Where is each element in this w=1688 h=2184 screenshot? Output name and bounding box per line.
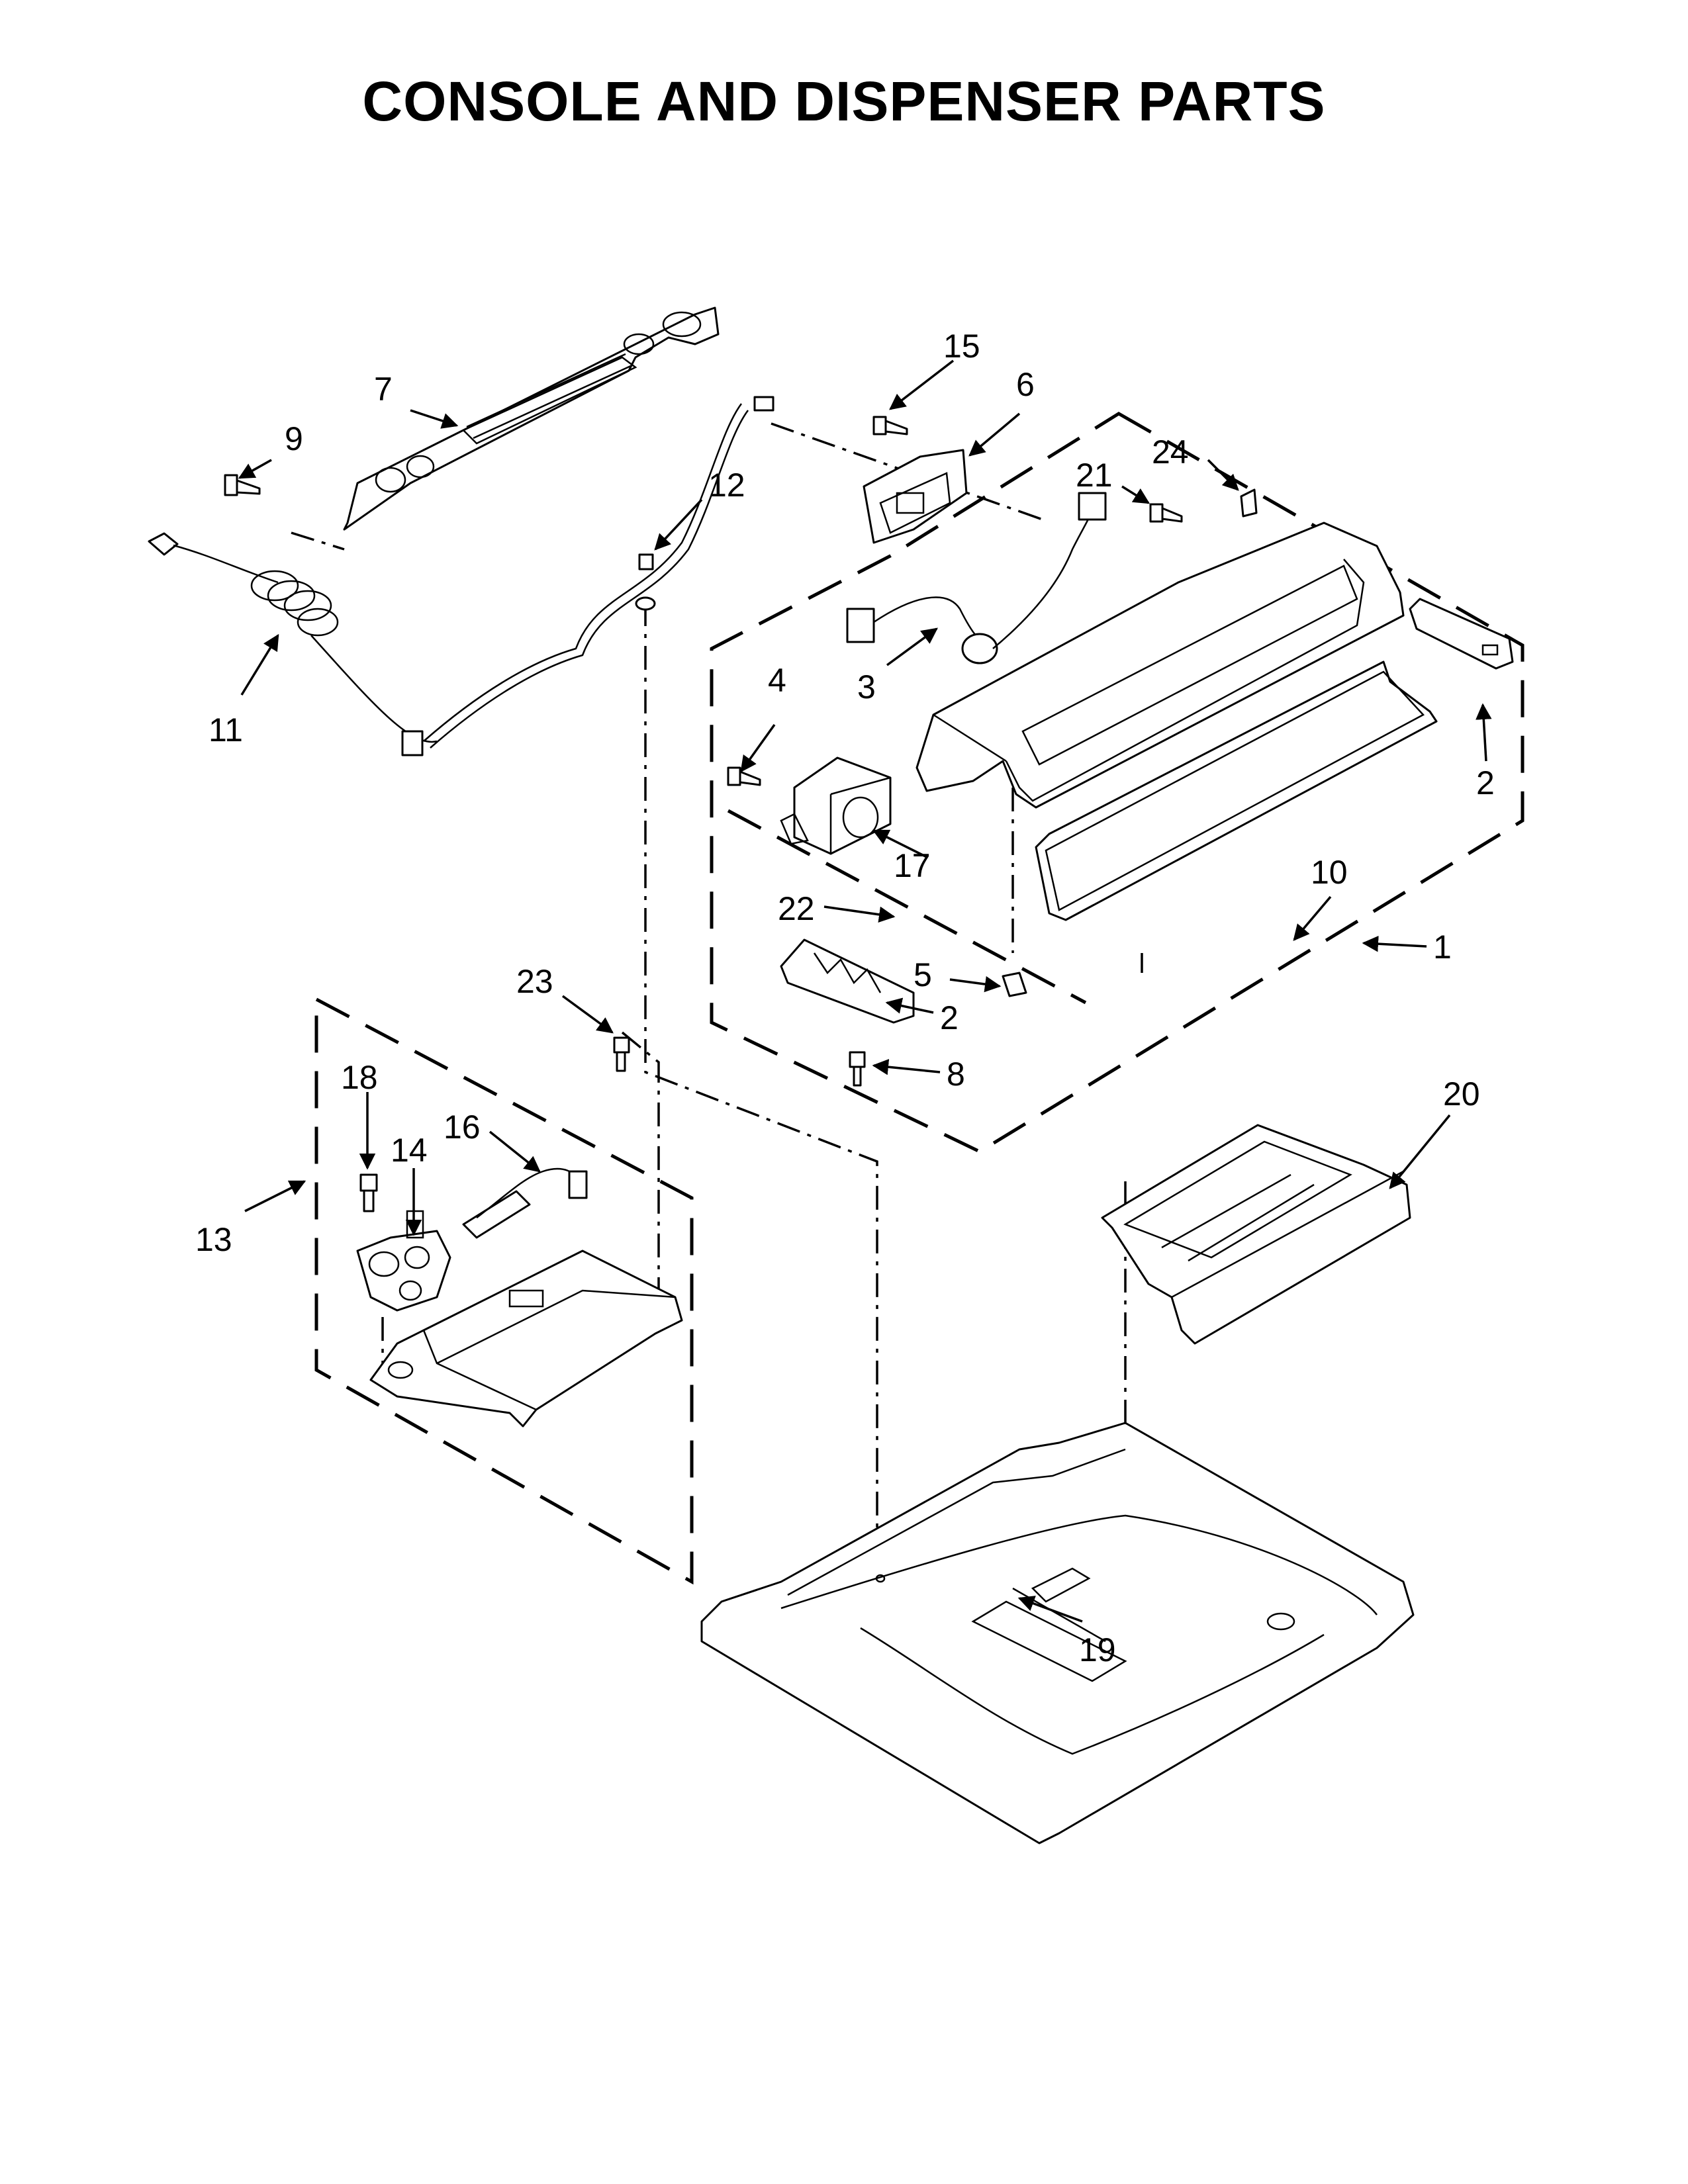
screw-part-8: [849, 1051, 866, 1087]
callout-3: 3: [857, 668, 876, 705]
callout-17: 17: [894, 847, 931, 884]
callout-2-left: 2: [940, 999, 959, 1036]
callout-9: 9: [285, 420, 303, 457]
main-control-boundary: [314, 996, 694, 1585]
callout-13: 13: [195, 1221, 232, 1258]
console-window: [1035, 660, 1438, 921]
dispenser-drawer: [1101, 1124, 1411, 1345]
end-cap-right: [1409, 598, 1514, 670]
screw-part-23: [613, 1036, 630, 1072]
clip-part-5: [1002, 972, 1027, 997]
callout-12: 12: [708, 467, 745, 504]
harness-part-16: [462, 1167, 588, 1239]
callout-6: 6: [1016, 366, 1035, 403]
callout-4: 4: [768, 662, 786, 699]
alignment-line-6: [291, 531, 345, 551]
callout-11: 11: [209, 711, 243, 749]
wire-harness: [846, 492, 1107, 664]
inlet-valve: [356, 1210, 451, 1312]
console-housing: [915, 522, 1405, 809]
callout-18: 18: [341, 1059, 378, 1096]
inner-console-box: [727, 809, 1087, 1005]
main-control-board: [369, 1250, 683, 1428]
screw-part-21: [1149, 503, 1183, 523]
callout-24: 24: [1152, 433, 1189, 471]
screw-part-15: [872, 416, 908, 435]
callout-16: 16: [444, 1109, 481, 1146]
callout-21: 21: [1076, 457, 1113, 494]
callout-23: 23: [516, 963, 553, 1000]
control-module: [780, 756, 892, 855]
callout-20: 20: [1443, 1075, 1480, 1113]
front-console-panel: [343, 306, 720, 531]
callout-1: 1: [1433, 929, 1452, 966]
end-cap-left: [780, 938, 915, 1024]
callout-5: 5: [914, 956, 932, 993]
power-cord: [148, 396, 774, 756]
screw-part-4: [727, 766, 761, 786]
clip-part-24: [1240, 488, 1258, 518]
callout-2-right: 2: [1476, 764, 1495, 801]
user-interface-board: [863, 449, 968, 544]
callout-8: 8: [947, 1056, 965, 1093]
console-assembly-boundary: [710, 412, 1524, 1154]
callout-19: 19: [1079, 1631, 1116, 1668]
callout-7: 7: [374, 371, 393, 408]
callout-10: 10: [1311, 854, 1348, 891]
callout-14: 14: [391, 1132, 428, 1169]
alignment-line-1: [644, 602, 878, 1578]
callout-22: 22: [778, 890, 815, 927]
leader-lines: [238, 359, 1492, 1623]
screw-part-9: [224, 474, 261, 496]
top-cover: [700, 1422, 1415, 1844]
screw-part-12: [635, 553, 656, 611]
page-title: CONSOLE AND DISPENSER PARTS: [362, 70, 1326, 132]
alignment-line-4: [621, 1031, 660, 1307]
callout-15: 15: [943, 328, 980, 365]
screw-part-18: [359, 1173, 378, 1212]
